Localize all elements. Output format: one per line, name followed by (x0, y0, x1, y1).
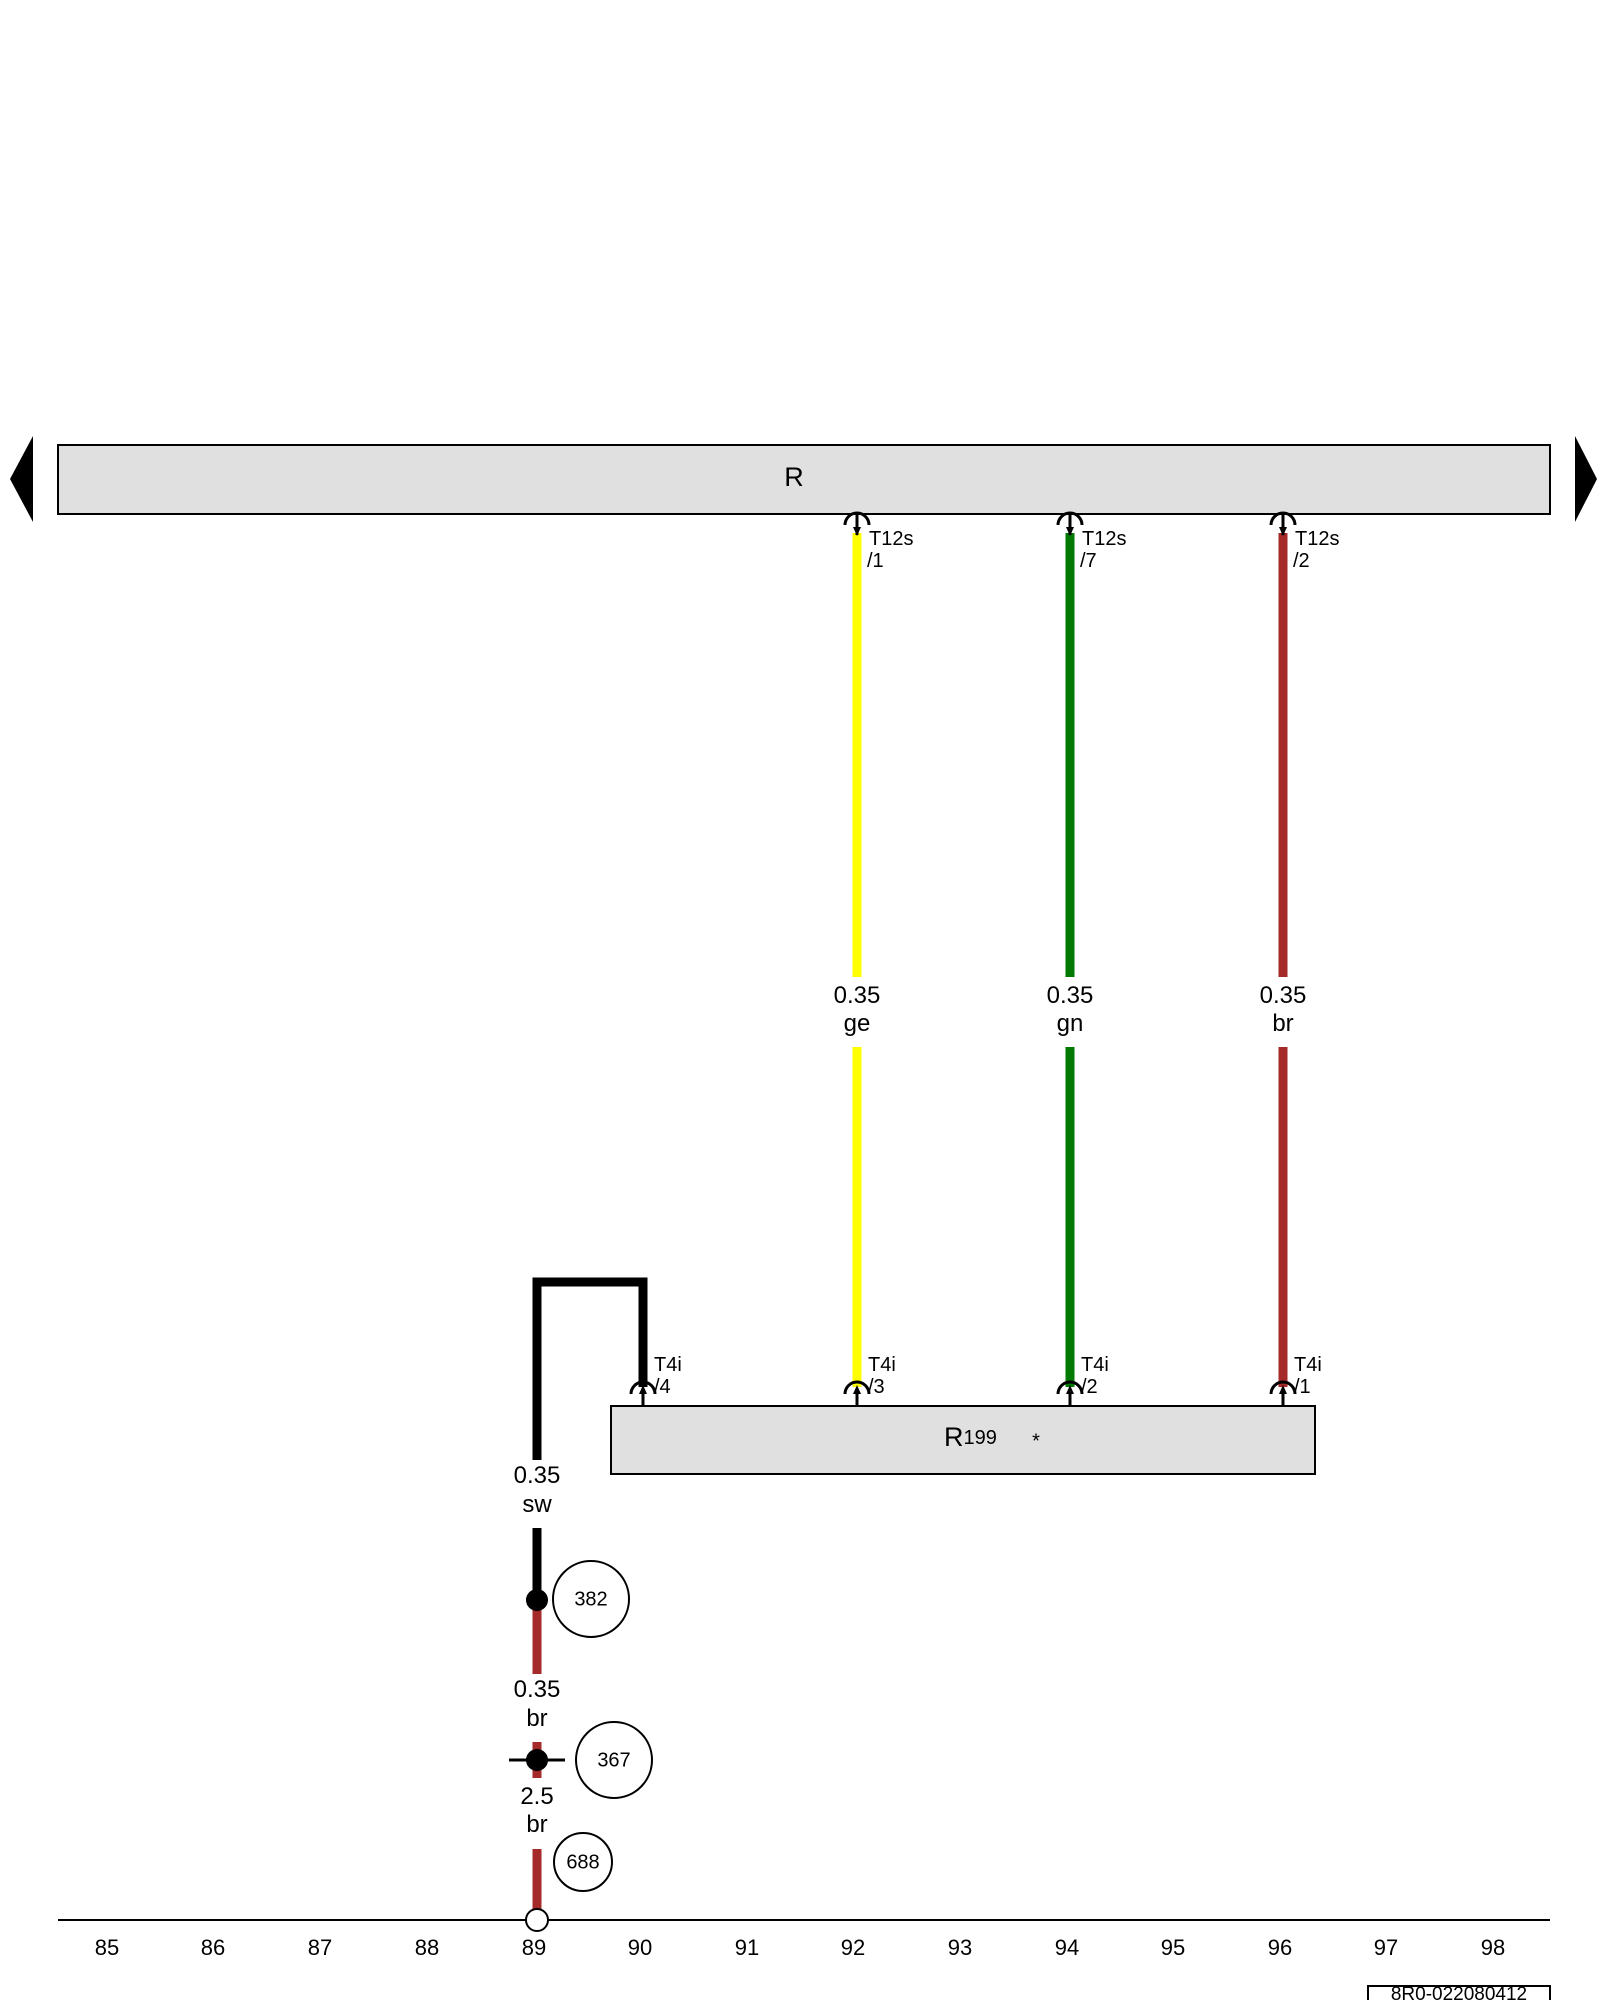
grid-number: 90 (628, 1935, 652, 1960)
connector-bottom-2-name: T4i (1081, 1354, 1109, 1376)
document-code-box: 8R0-022080412 (1367, 1984, 1551, 2000)
wire-br-25-color: br (526, 1811, 547, 1838)
connector-top-7-name: T12s (1082, 528, 1126, 550)
connector-bottom-2-pin: /2 (1081, 1376, 1098, 1398)
connector-bottom-3-pin: /3 (868, 1376, 885, 1398)
connector-top-2-name: T12s (1295, 528, 1339, 550)
connector-bottom-4-icon (629, 1380, 657, 1406)
wire-sw-color: sw (522, 1491, 552, 1518)
grid-number: 85 (95, 1935, 119, 1960)
reference-382[interactable]: 382 (552, 1560, 630, 1638)
grid-number: 97 (1374, 1935, 1398, 1960)
connector-bottom-4-pin: /4 (654, 1376, 671, 1398)
grid-number: 92 (841, 1935, 865, 1960)
grid-number: 89 (522, 1935, 546, 1960)
wire-br-25-size: 2.5 (520, 1783, 553, 1810)
wire-br-right-size: 0.35 (1260, 982, 1307, 1009)
bottom-component-r199: R199 * (610, 1405, 1316, 1475)
wire-ge-color: ge (844, 1010, 871, 1037)
reference-688-label: 688 (566, 1851, 599, 1873)
grid-number: 91 (735, 1935, 759, 1960)
bottom-component-note: * (1032, 1430, 1040, 1452)
connector-top-2-icon (1269, 511, 1297, 536)
wire-gn-size: 0.35 (1047, 982, 1094, 1009)
connector-bottom-3-icon (843, 1380, 871, 1406)
grid-number: 94 (1055, 1935, 1079, 1960)
connector-bottom-1-pin: /1 (1294, 1376, 1311, 1398)
wire-br-right-color: br (1272, 1010, 1293, 1037)
connector-top-7-pin: /7 (1080, 550, 1097, 572)
grid-number: 86 (201, 1935, 225, 1960)
grid-number: 88 (415, 1935, 439, 1960)
next-page-arrow-icon[interactable] (1575, 436, 1597, 522)
connector-bottom-1-icon (1269, 1380, 1297, 1406)
connector-bottom-3-name: T4i (868, 1354, 896, 1376)
grid-number: 95 (1161, 1935, 1185, 1960)
connector-bottom-1-name: T4i (1294, 1354, 1322, 1376)
connector-top-1-name: T12s (869, 528, 913, 550)
connector-top-7-icon (1056, 511, 1084, 536)
previous-page-arrow-icon[interactable] (10, 436, 33, 522)
connector-top-1-icon (843, 511, 871, 536)
wire-gn-color: gn (1057, 1010, 1084, 1037)
connector-bottom-4-name: T4i (654, 1354, 682, 1376)
wire-ge-size: 0.35 (834, 982, 881, 1009)
document-code: 8R0-022080412 (1391, 1984, 1527, 2000)
top-component-r: R (57, 444, 1551, 515)
connector-bottom-2-icon (1056, 1380, 1084, 1406)
grid-number: 87 (308, 1935, 332, 1960)
wire-br-035-color: br (526, 1705, 547, 1732)
wire-br-035-size: 0.35 (514, 1676, 561, 1703)
reference-382-label: 382 (574, 1588, 607, 1610)
connector-top-2-pin: /2 (1293, 550, 1310, 572)
top-component-label: R (784, 462, 804, 492)
bottom-component-label: R199 (944, 1422, 997, 1452)
junction-dot-382 (526, 1589, 548, 1611)
junction-dot-367 (509, 1749, 565, 1771)
reference-367[interactable]: 367 (575, 1721, 653, 1799)
connector-top-1-pin: /1 (867, 550, 884, 572)
grid-number: 93 (948, 1935, 972, 1960)
grid-number: 98 (1481, 1935, 1505, 1960)
reference-688[interactable]: 688 (553, 1832, 613, 1892)
ground-terminal (525, 1908, 549, 1932)
reference-367-label: 367 (597, 1749, 630, 1771)
wire-sw[interactable] (532, 1277, 648, 1460)
grid-number: 96 (1268, 1935, 1292, 1960)
wire-sw-size: 0.35 (514, 1462, 561, 1489)
grid-numbers: 85 86 87 88 89 90 91 92 93 94 95 96 97 9… (95, 1935, 1505, 1960)
